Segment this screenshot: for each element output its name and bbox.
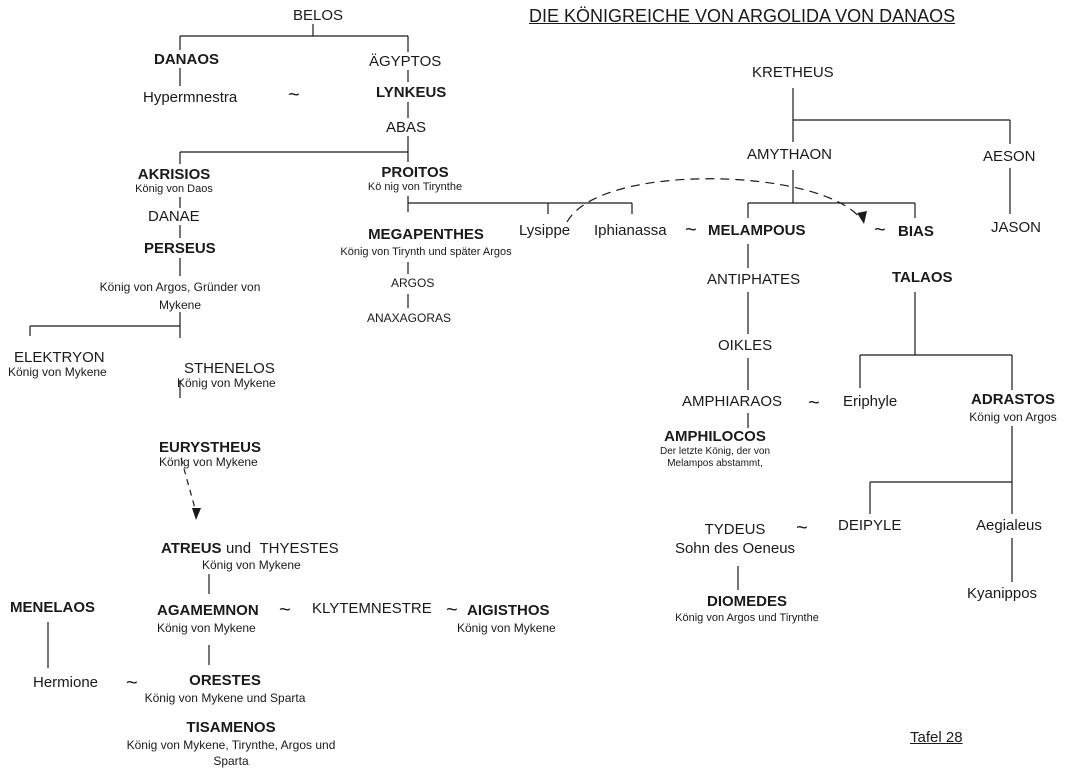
- person-aegialeus: Aegialeus: [976, 517, 1042, 534]
- person-name: ORESTES: [189, 672, 261, 689]
- person-oikles: OIKLES: [718, 337, 773, 354]
- person-diomedes: DIOMEDES König von Argos und Tirynthe: [660, 593, 834, 625]
- conjunction: und: [226, 540, 252, 557]
- chart-title: DIE KÖNIGREICHE VON ARGOLIDA VON DANAOS: [529, 6, 956, 26]
- person-adrastos: ADRASTOS König von Argos: [958, 391, 1068, 425]
- person-melampous: MELAMPOUS: [708, 222, 806, 239]
- person-name: AMPHILOCOS: [664, 428, 766, 445]
- person-title: König von Mykene und Sparta: [144, 691, 306, 706]
- marriage-symbol: ~: [279, 599, 291, 621]
- person-lysippe: Lysippe: [519, 222, 571, 239]
- person-title: König von Mykene: [457, 621, 556, 636]
- person-jason: JASON: [991, 219, 1042, 236]
- person-orestes: ORESTES König von Mykene und Sparta: [130, 672, 320, 706]
- person-atreus-thyestes: ATREUS und THYESTES: [161, 540, 339, 558]
- person-elektryon: ELEKTRYON König von Mykene: [8, 349, 107, 380]
- person-bias: BIAS: [898, 223, 934, 240]
- person-name: TYDEUS: [704, 521, 766, 538]
- person-danae: DANAE: [148, 208, 200, 225]
- marriage-symbol: ~: [288, 84, 300, 106]
- person-danaos: DANAOS: [154, 51, 220, 68]
- person-name: AIGISTHOS: [467, 602, 550, 619]
- person-tydeus: TYDEUS Sohn des Oeneus: [662, 521, 808, 558]
- person-name: STHENELOS: [184, 360, 275, 377]
- person-title: König von Mykene: [8, 365, 107, 380]
- person-akrisios: AKRISIOS König von Daos: [120, 166, 228, 196]
- person-proitos: PROITOS Kö nig von Tirynthe: [356, 164, 474, 194]
- marriage-symbol: ~: [796, 517, 808, 539]
- person-name: TISAMENOS: [186, 719, 276, 736]
- person-anaxagoras: ANAXAGORAS: [367, 311, 452, 325]
- person-menelaos: MENELAOS: [10, 599, 96, 616]
- person-aeson: AESON: [983, 148, 1036, 165]
- person-name: ADRASTOS: [971, 391, 1055, 408]
- marriage-symbol: ~: [446, 599, 458, 621]
- person-argos: ARGOS: [391, 276, 435, 290]
- person-name: AKRISIOS: [137, 166, 211, 183]
- marriage-symbol: ~: [685, 219, 697, 241]
- person-amythaon: AMYTHAON: [747, 146, 833, 163]
- person-name: ATREUS: [161, 540, 222, 557]
- person-agamemnon: AGAMEMNON König von Mykene: [157, 602, 259, 636]
- person-perseus: PERSEUS: [144, 240, 216, 257]
- person-klytemnestre: KLYTEMNESTRE: [312, 600, 432, 617]
- person-title: Kö nig von Tirynthe: [367, 181, 463, 194]
- person-aigisthos: AIGISTHOS König von Mykene: [457, 602, 556, 636]
- person-name: DIOMEDES: [706, 593, 787, 610]
- person-lynkeus: LYNKEUS: [376, 84, 447, 101]
- person-kyanippos: Kyanippos: [967, 585, 1038, 602]
- person-megapenthes: MEGAPENTHES König von Tirynth und später…: [336, 226, 516, 259]
- person-sthenelos: STHENELOS König von Mykene: [177, 360, 276, 391]
- marriage-symbol: ~: [126, 672, 138, 694]
- person-title: König von Argos: [969, 410, 1057, 425]
- person-name: MEGAPENTHES: [368, 226, 484, 243]
- person-amphilocos: AMPHILOCOS Der letzte König, der von Mel…: [638, 428, 792, 470]
- person-eriphyle: Eriphyle: [843, 393, 898, 410]
- person-tisamenos: TISAMENOS König von Mykene, Tirynthe, Ar…: [124, 719, 338, 769]
- person-title: König von Argos und Tirynthe: [675, 612, 819, 625]
- person-perseus-title: König von Argos, Gründer von Mykene: [99, 280, 261, 312]
- person-eurystheus: EURYSTHEUS König von Mykene: [159, 439, 261, 470]
- person-title: König von Mykene: [177, 376, 276, 391]
- person-name: AGAMEMNON: [157, 602, 259, 619]
- person-kretheus: KRETHEUS: [752, 64, 834, 81]
- person-title: Sohn des Oeneus: [674, 540, 796, 558]
- person-name-2: THYESTES: [259, 540, 339, 557]
- person-deipyle: DEIPYLE: [838, 517, 902, 534]
- person-name: PROITOS: [381, 164, 449, 181]
- person-name: EURYSTHEUS: [159, 439, 261, 456]
- person-note: Der letzte König, der von Melampos absta…: [659, 446, 771, 470]
- marriage-symbol: ~: [874, 219, 886, 241]
- person-title: König von Daos: [135, 183, 213, 196]
- person-talaos: TALAOS: [892, 269, 953, 286]
- person-iphianassa: Iphianassa: [594, 222, 667, 239]
- marriage-symbol: ~: [808, 392, 820, 414]
- person-name: ELEKTRYON: [14, 349, 105, 366]
- person-agyptos: ÄGYPTOS: [369, 53, 442, 70]
- person-title: König von Mykene: [157, 621, 256, 636]
- person-abas: ABAS: [386, 119, 427, 136]
- person-title: König von Tirynth und später Argos: [340, 246, 512, 259]
- person-atreus-title: König von Mykene: [202, 558, 301, 572]
- person-belos: BELOS: [293, 7, 344, 24]
- plate-label: Tafel 28: [910, 729, 963, 746]
- person-hermione: Hermione: [33, 674, 99, 691]
- person-title: König von Mykene, Tirynthe, Argos und Sp…: [126, 738, 336, 769]
- person-hypermnestra: Hypermnestra: [143, 89, 238, 106]
- person-antiphates: ANTIPHATES: [707, 271, 801, 288]
- person-amphiaraos: AMPHIARAOS: [682, 393, 783, 410]
- person-title: König von Mykene: [159, 455, 258, 470]
